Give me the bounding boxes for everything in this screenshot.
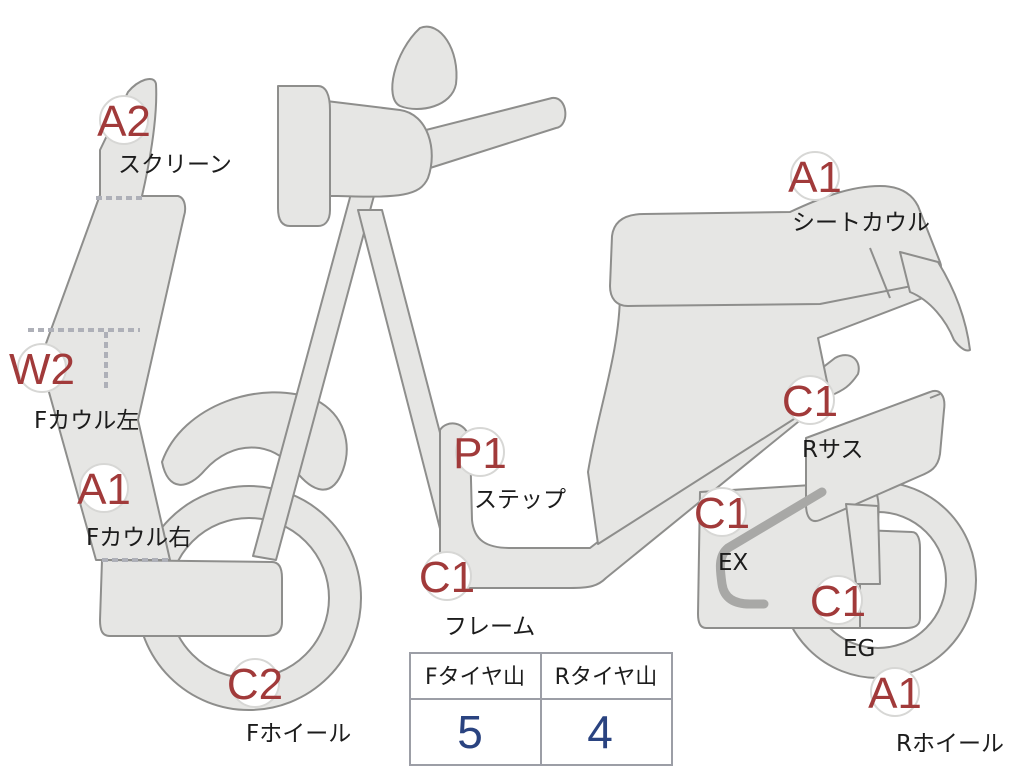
badge-frame: C1 フレーム	[419, 551, 535, 640]
head-cowl	[317, 99, 433, 198]
front-cowl-body	[39, 77, 187, 561]
label-f-cowl-left: Fカウル左	[34, 408, 139, 434]
label-f-wheel: Fホイール	[246, 721, 351, 747]
badge-f-wheel: C2 Fホイール	[227, 658, 351, 747]
label-r-wheel: Rホイール	[896, 731, 1004, 757]
label-screen: スクリーン	[118, 152, 232, 178]
tire-table-value-rear: 4	[587, 706, 613, 758]
front-cowl-lower	[99, 559, 283, 637]
tail-cowl	[899, 251, 971, 352]
seat	[609, 185, 942, 307]
grade-exhaust: C1	[694, 489, 750, 538]
mirror	[391, 25, 458, 110]
rear-shock-rod	[845, 503, 881, 585]
grade-r-wheel: A1	[868, 669, 922, 718]
rear-shock-body	[805, 390, 946, 522]
front-fender	[161, 391, 348, 491]
grade-f-cowl-right: A1	[77, 465, 131, 514]
badge-screen: A2 スクリーン	[97, 95, 232, 178]
front-fork	[252, 189, 376, 561]
label-r-suspension: Rサス	[802, 437, 864, 463]
headlight	[277, 85, 331, 227]
grade-f-cowl-left: W2	[9, 345, 75, 394]
tire-table-value-front: 5	[457, 706, 483, 758]
badge-f-cowl-right: A1 Fカウル右	[77, 463, 191, 551]
tire-table-header-rear: Rタイヤ山	[555, 665, 658, 690]
label-step: ステップ	[474, 487, 566, 513]
label-seat-cowl: シートカウル	[792, 210, 930, 236]
grade-engine: C1	[810, 577, 866, 626]
tire-table: Fタイヤ山 Rタイヤ山 5 4	[409, 652, 673, 766]
label-f-cowl-right: Fカウル右	[86, 525, 191, 551]
grade-screen: A2	[97, 97, 151, 146]
label-exhaust: EX	[718, 550, 749, 576]
grade-step: P1	[453, 429, 507, 478]
grade-seat-cowl: A1	[788, 153, 842, 202]
exhaust-pipe	[715, 487, 827, 609]
grade-f-wheel: C2	[227, 660, 283, 709]
label-engine: EG	[843, 636, 875, 662]
label-frame: フレーム	[444, 614, 535, 640]
badge-r-suspension: C1 Rサス	[782, 375, 864, 463]
tire-table-header-front: Fタイヤ山	[425, 665, 525, 690]
badge-step: P1 ステップ	[453, 427, 566, 513]
badge-r-wheel: A1 Rホイール	[868, 667, 1004, 757]
grade-r-suspension: C1	[782, 377, 838, 426]
badge-seat-cowl: A1 シートカウル	[788, 151, 930, 236]
grade-frame: C1	[419, 553, 475, 602]
badge-exhaust: C1 EX	[694, 487, 750, 576]
badge-engine: C1 EG	[810, 575, 875, 662]
badge-f-cowl-left: W2 Fカウル左	[9, 343, 139, 434]
handlebar	[417, 97, 567, 169]
